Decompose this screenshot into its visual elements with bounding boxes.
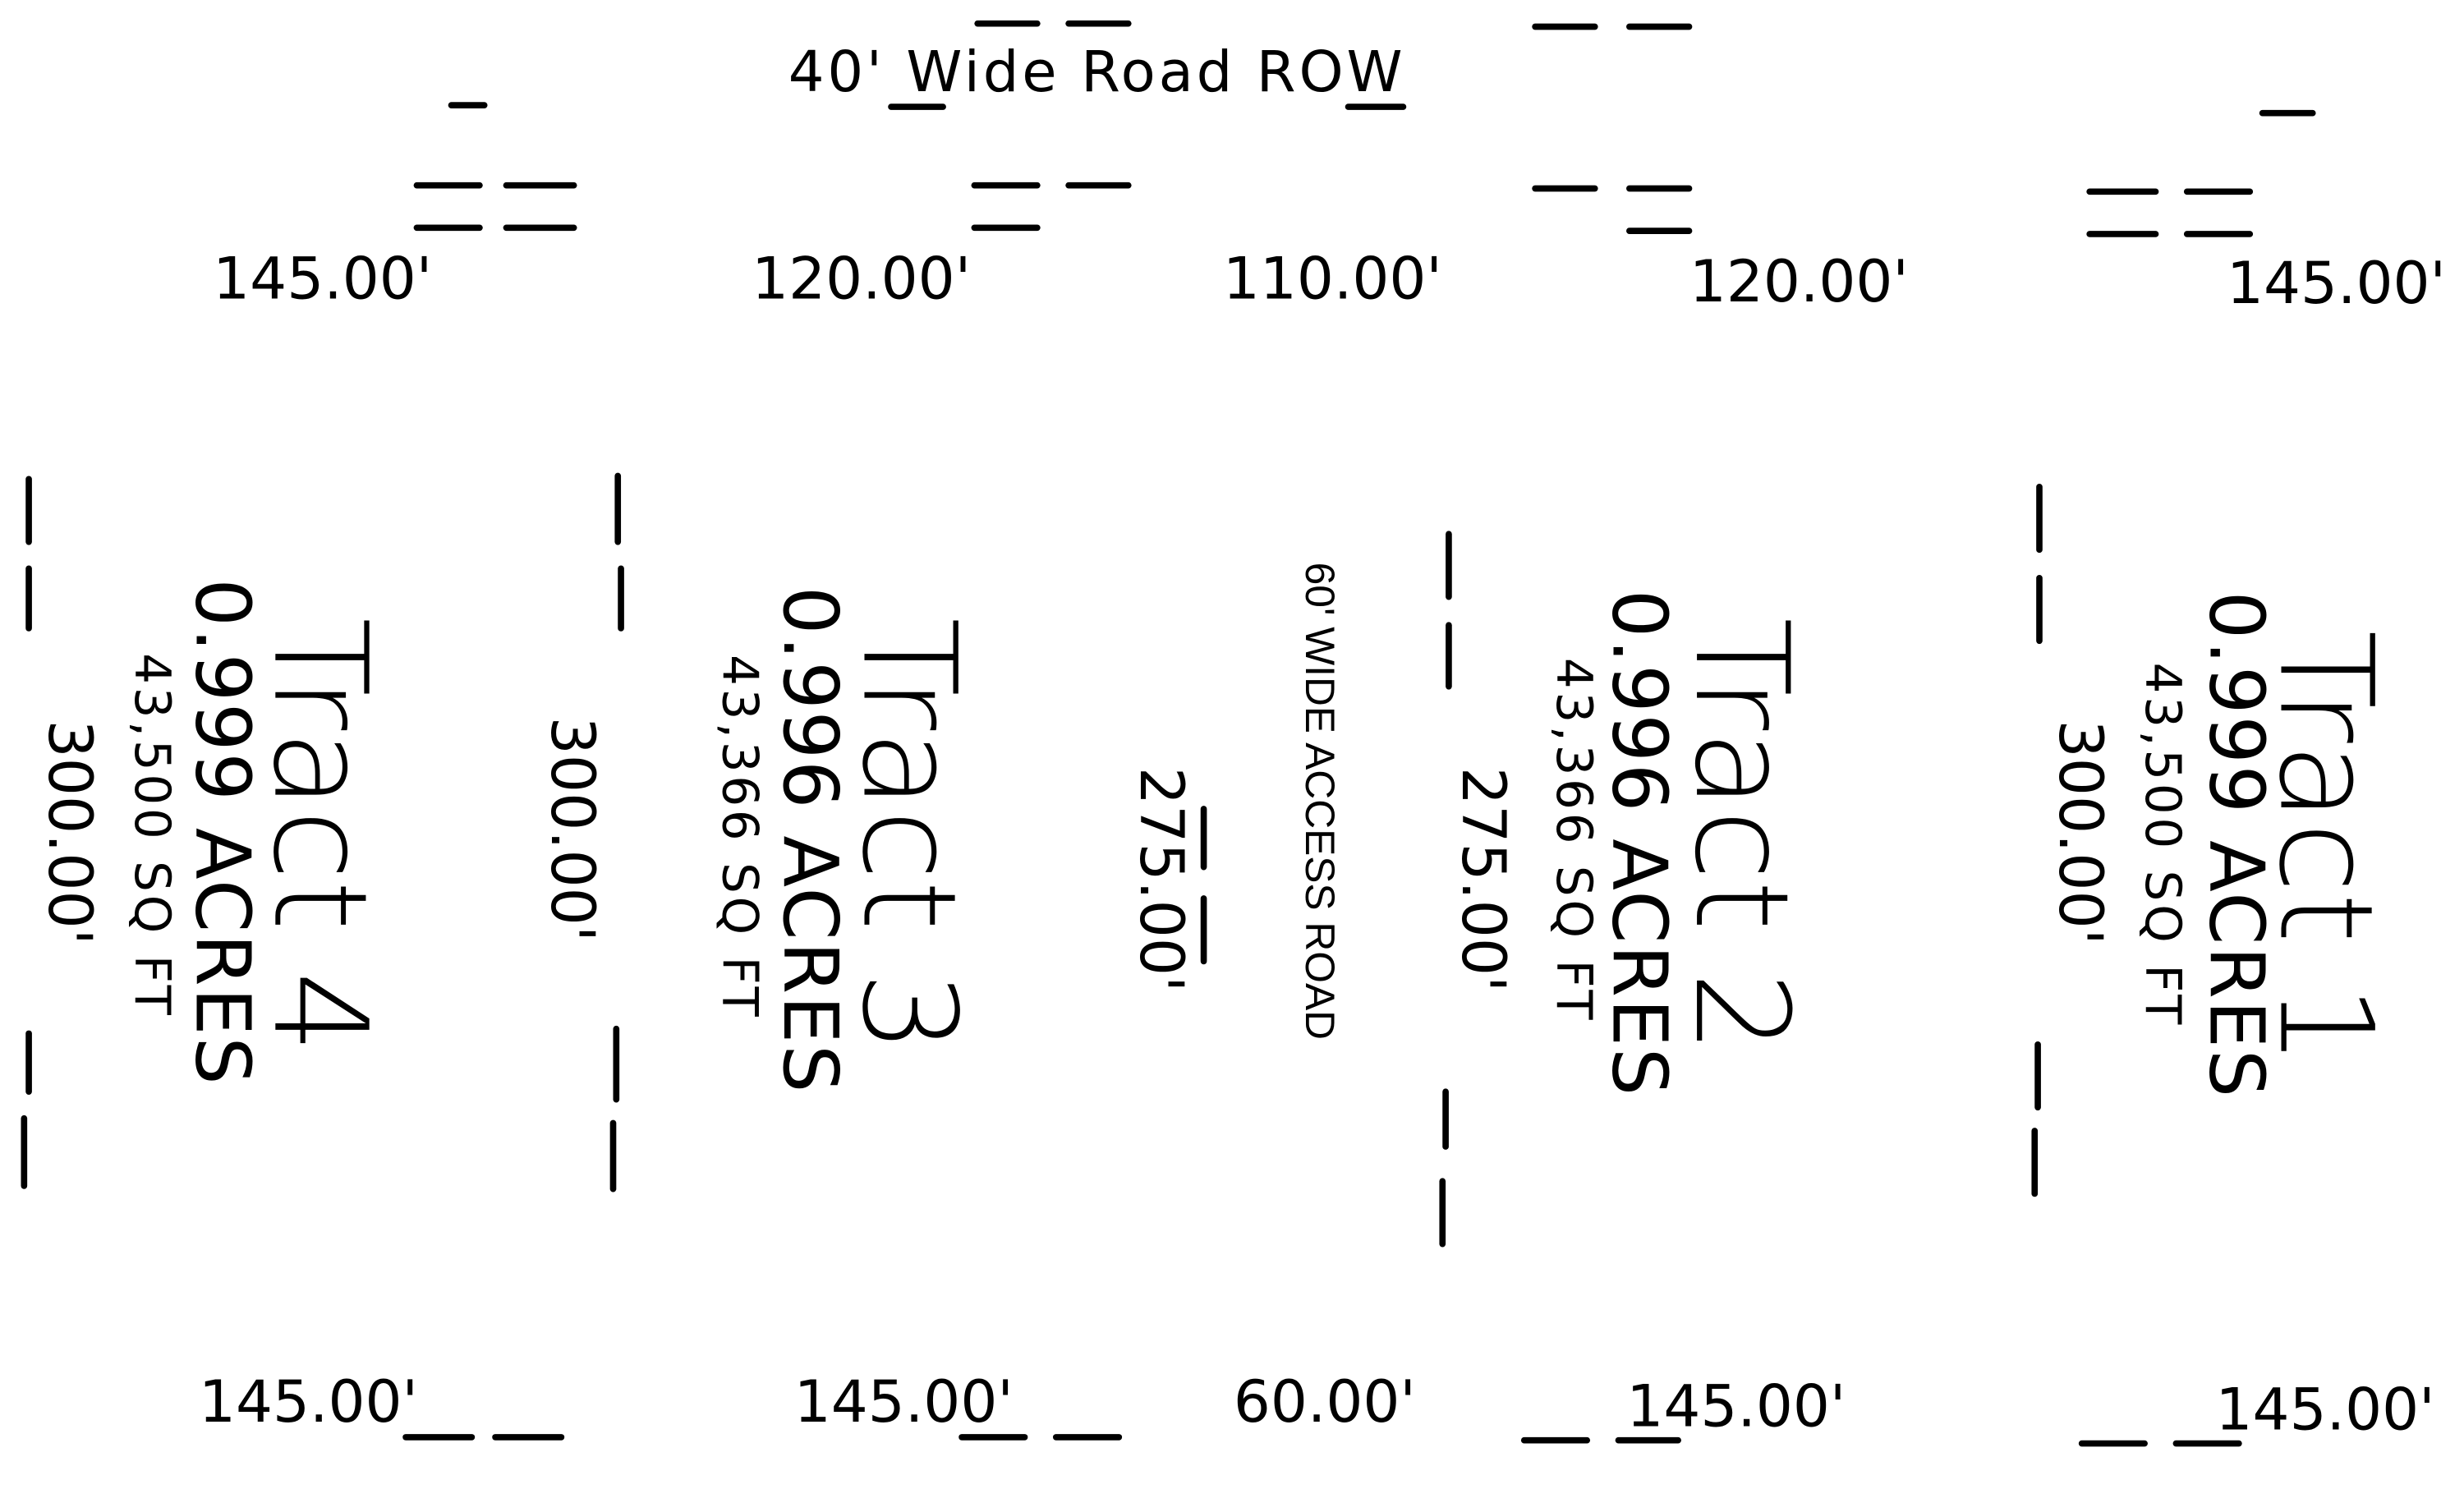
tract-sqft: 43,366 SQ FT — [1546, 658, 1602, 1023]
bottom-dimension: 145.00' — [1626, 1372, 1846, 1441]
top-dimension: 120.00' — [752, 244, 971, 312]
tract-name: Tract 4 — [245, 618, 395, 1054]
bottom-dimension: 60.00' — [1234, 1367, 1416, 1436]
tract-sqft: 43,500 SQ FT — [2135, 663, 2191, 1027]
tract-4: Tract 4 0.999 ACRES 43,500 SQ FT 300.00' — [34, 578, 395, 1086]
tract-sqft: 43,366 SQ FT — [711, 655, 768, 1019]
tract-acres: 0.996 ACRES — [766, 586, 854, 1094]
tract-side-dimension: 300.00' — [537, 717, 606, 942]
bottom-dimension: 145.00' — [2216, 1375, 2435, 1443]
bottom-dimension: 145.00' — [794, 1367, 1014, 1436]
tract-side-dimension: 300.00' — [2045, 719, 2114, 944]
tract-side-dimension: 300.00' — [34, 719, 103, 944]
road-row-label: 40' Wide Road ROW — [788, 39, 1406, 105]
access-road: 275.00' 60' WIDE ACCESS ROAD 275.00' — [1126, 563, 1517, 1040]
tract-name: Tract 2 — [1666, 618, 1817, 1054]
tract-name: Tract 3 — [834, 618, 984, 1054]
tract-name: Tract 1 — [2251, 630, 2402, 1066]
tract-3: 300.00' Tract 3 0.996 ACRES 43,366 SQ FT — [537, 586, 985, 1094]
bottom-dimension: 145.00' — [199, 1367, 418, 1436]
boundary-dashes — [21, 20, 2316, 1447]
access-road-right-length: 275.00' — [1448, 767, 1517, 992]
tract-acres: 0.999 ACRES — [179, 578, 267, 1086]
top-dimension: 145.00' — [2227, 249, 2446, 317]
top-dimension: 110.00' — [1223, 244, 1442, 312]
tract-1: 300.00' Tract 1 0.999 ACRES 43,500 SQ FT — [2045, 591, 2402, 1099]
top-dimension: 145.00' — [213, 244, 432, 312]
access-road-left-length: 275.00' — [1126, 767, 1195, 992]
tract-acres: 0.999 ACRES — [2192, 591, 2280, 1099]
tract-acres: 0.996 ACRES — [1596, 590, 1684, 1097]
tract-sqft: 43,500 SQ FT — [124, 653, 181, 1018]
top-dimension: 120.00' — [1689, 247, 1909, 315]
access-road-label: 60' WIDE ACCESS ROAD — [1297, 563, 1343, 1040]
tract-2: Tract 2 0.996 ACRES 43,366 SQ FT — [1546, 590, 1817, 1097]
